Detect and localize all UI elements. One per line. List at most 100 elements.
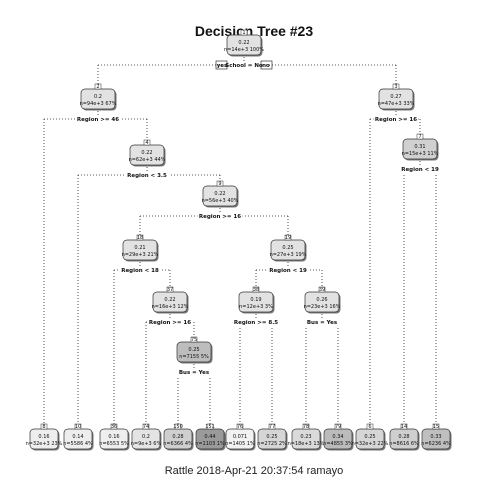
node-value: 0.14 bbox=[72, 434, 83, 440]
tree-node: 370.22n=16e+3 12% bbox=[152, 286, 189, 314]
node-number-tab bbox=[236, 423, 244, 430]
tree-node: 390.26n=23e+3 16% bbox=[304, 286, 341, 314]
split-label-bg bbox=[197, 212, 243, 220]
tree-node: 750.25n=7155 5% bbox=[176, 336, 213, 364]
node-number: 76 bbox=[237, 424, 243, 430]
node-number-tab bbox=[190, 336, 198, 343]
node-number-tab bbox=[74, 423, 82, 430]
split-label-bg bbox=[373, 115, 419, 123]
node-number-tab bbox=[206, 423, 214, 430]
node-info: n=27e+3 19% bbox=[270, 252, 307, 258]
leaf-node: 15 0.33n=6236 4% bbox=[421, 423, 452, 451]
node-number: 6 bbox=[368, 424, 371, 430]
leaf-node: 8 0.16n=32e+3 23% bbox=[26, 423, 63, 451]
node-number: 8 bbox=[42, 424, 45, 430]
node-number: 18 bbox=[137, 235, 143, 241]
node-number: 75 bbox=[191, 337, 197, 343]
node-info: n=6553 5% bbox=[99, 441, 129, 447]
tree-node: 70.31n=15e+3 11% bbox=[402, 133, 439, 161]
split-label: Bus = Yes bbox=[307, 320, 338, 326]
node-value: 0.22 bbox=[214, 191, 225, 197]
node-value: 0.25 bbox=[188, 347, 199, 353]
yes-label: yes bbox=[217, 63, 228, 69]
node-number: 78 bbox=[303, 424, 309, 430]
leaf-node: 36 0.16n=6553 5% bbox=[99, 423, 130, 451]
node-info: n=5586 4% bbox=[63, 441, 93, 447]
leaf-node: 790.34n=4855 3% bbox=[323, 423, 354, 451]
node-number-tab bbox=[94, 83, 102, 90]
node-number: 3 bbox=[394, 84, 397, 90]
node-number: 19 bbox=[285, 235, 291, 241]
node-info: n=32e+3 22% bbox=[352, 441, 389, 447]
leaf-node: 770.25n=2725 2% bbox=[257, 423, 288, 451]
node-number-tab bbox=[392, 83, 400, 90]
node-number-tab bbox=[174, 423, 182, 430]
node-info: n=6236 4% bbox=[421, 441, 451, 447]
node-value: 0.19 bbox=[250, 297, 261, 303]
node-value: 0.31 bbox=[414, 144, 425, 150]
node-value: 0.071 bbox=[233, 434, 247, 440]
tree-node: 30.27n=47e+3 33% bbox=[378, 83, 415, 111]
split-label: Region < 18 bbox=[121, 268, 159, 274]
tree-node: 90.22n=56e+3 40% bbox=[202, 180, 239, 208]
node-number: 2 bbox=[96, 84, 99, 90]
node-number-tab bbox=[110, 423, 118, 430]
split-label-bg bbox=[304, 318, 340, 326]
split-label: Region < 3.5 bbox=[127, 173, 167, 179]
node-info: n=8616 6% bbox=[389, 441, 419, 447]
no-box bbox=[260, 60, 273, 70]
node-value: 0.22 bbox=[141, 150, 152, 156]
node-value: 0.16 bbox=[38, 434, 49, 440]
node-number: 1 bbox=[242, 30, 245, 36]
node-info: n=6366 4% bbox=[163, 441, 193, 447]
node-value: 0.27 bbox=[390, 94, 401, 100]
node-info: n=29e+3 21% bbox=[122, 252, 159, 258]
node-number: 39 bbox=[319, 287, 325, 293]
split-label-bg bbox=[75, 115, 121, 123]
node-value: 0.2 bbox=[94, 94, 102, 100]
node-info: n=32e+3 23% bbox=[26, 441, 63, 447]
node-value: 0.2 bbox=[142, 434, 150, 440]
node-info: n=62e+3 44% bbox=[129, 157, 166, 163]
node-number: 150 bbox=[173, 424, 183, 430]
node-info: n=1405 1% bbox=[225, 441, 255, 447]
node-number-tab bbox=[136, 234, 144, 241]
node-number-tab bbox=[240, 29, 248, 36]
node-number: 79 bbox=[335, 424, 341, 430]
node-value: 0.33 bbox=[430, 434, 441, 440]
diagram-title: Decision Tree #23 bbox=[195, 23, 314, 39]
tree-node: 2 0.2n=94e+3 67% bbox=[80, 83, 117, 111]
tree-node: 10.22n=14e+3 100% bbox=[224, 29, 264, 57]
node-info: n=9e+3 6% bbox=[131, 441, 162, 447]
split-label: Region >= 16 bbox=[199, 214, 241, 220]
node-value: 0.26 bbox=[316, 297, 327, 303]
split-label: Region < 19 bbox=[401, 167, 439, 173]
leaf-node: 780.23n=18e+3 13% bbox=[288, 423, 325, 451]
node-info: n=94e+3 67% bbox=[80, 101, 117, 107]
tree-node: 180.21n=29e+3 21% bbox=[122, 234, 159, 262]
split-label-bg bbox=[124, 171, 170, 179]
node-number-tab bbox=[143, 139, 151, 146]
node-value: 0.22 bbox=[164, 297, 175, 303]
node-number: 74 bbox=[143, 424, 149, 430]
split-label-bg bbox=[223, 61, 265, 69]
node-number-tab bbox=[216, 180, 224, 187]
node-number: 36 bbox=[111, 424, 117, 430]
node-number: 7 bbox=[418, 134, 421, 140]
node-number: 15 bbox=[433, 424, 439, 430]
footer-caption: Rattle 2018-Apr-21 20:37:54 ramayo bbox=[165, 465, 344, 477]
node-number-tab bbox=[166, 286, 174, 293]
split-label-bg bbox=[119, 266, 161, 274]
leaf-nodes: 80.16n=32e+3 23%100.14n=5586 4%360.16n=6… bbox=[26, 423, 452, 451]
yes-box bbox=[215, 60, 228, 70]
split-label: Region < 19 bbox=[269, 268, 307, 274]
node-number-tab bbox=[142, 423, 150, 430]
split-label-bg bbox=[267, 266, 309, 274]
tree-node: 380.19n=12e+3 3% bbox=[238, 286, 275, 314]
node-number: 77 bbox=[269, 424, 275, 430]
node-number-tab bbox=[40, 423, 48, 430]
node-value: 0.16 bbox=[108, 434, 119, 440]
